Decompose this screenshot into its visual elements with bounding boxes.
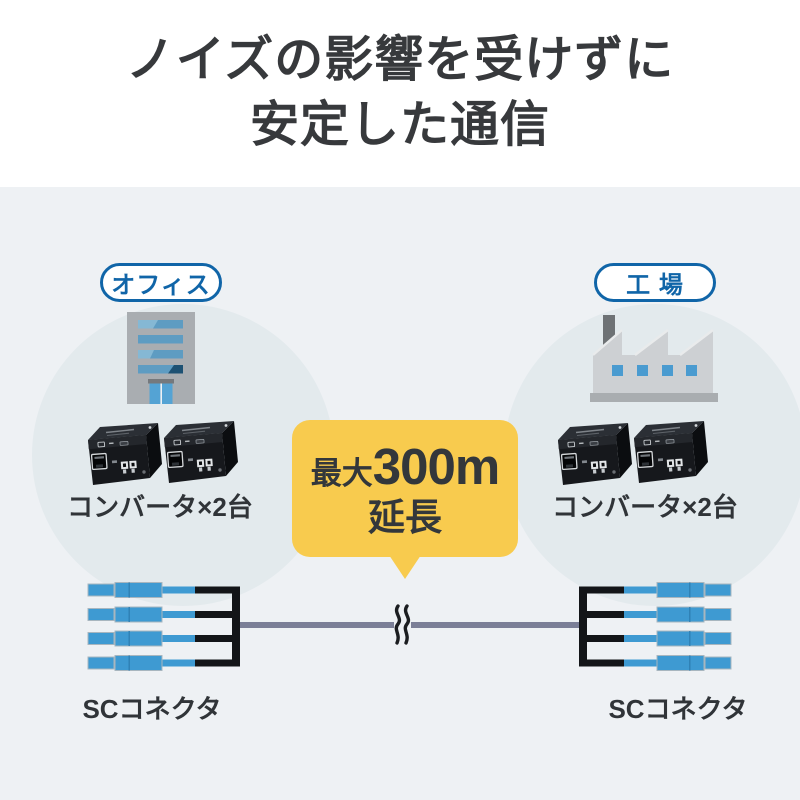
sc-connector-label-right: SCコネクタ (608, 694, 748, 724)
factory-icon (590, 315, 718, 402)
title-line-1: ノイズの影響を受けずに (125, 33, 675, 87)
callout-tail (389, 555, 421, 579)
factory-converters-label: コンバータ×2台 (552, 492, 738, 522)
office-building-icon (127, 312, 195, 404)
office-converters-label: コンバータ×2台 (67, 492, 253, 522)
callout-suffix: 延長 (368, 497, 442, 538)
office-pill: オフィス (100, 263, 222, 302)
cable-break-icon (394, 604, 411, 645)
sc-connector-icon-left (87, 582, 241, 671)
fiber-cable-left (240, 622, 394, 628)
sc-connector-icon-right (578, 582, 732, 671)
title-line-2: 安定した通信 (249, 97, 550, 152)
factory-pill: 工 場 (594, 263, 716, 302)
callout-prefix: 最大 (310, 456, 373, 491)
fiber-cable-right (411, 622, 579, 628)
callout-distance: 300m (372, 438, 500, 495)
page-title: ノイズの影響を受けずに 安定した通信 (0, 28, 800, 157)
sc-connector-label-left: SCコネクタ (82, 694, 222, 724)
office-pill-label: オフィス (111, 272, 211, 299)
factory-pill-label: 工 場 (626, 272, 684, 299)
